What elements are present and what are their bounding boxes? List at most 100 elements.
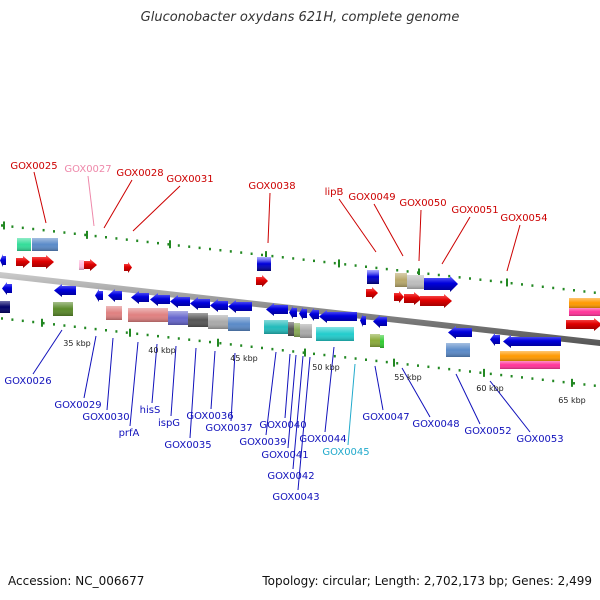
forward-gene-arrow — [256, 275, 268, 287]
gene-label-gox0044: GOX0044 — [299, 434, 346, 445]
forward-gene-arrow — [404, 292, 422, 305]
gene-label-gox0050: GOX0050 — [399, 198, 446, 209]
genome-backbone — [0, 272, 600, 346]
feature-block-shade — [228, 317, 250, 331]
genome-summary-text: Topology: circular; Length: 2,702,173 bp… — [262, 574, 592, 588]
leader-line — [287, 354, 297, 449]
gene-label-gox0031: GOX0031 — [166, 174, 213, 185]
feature-block-shade — [188, 313, 208, 327]
gene-label-gox0030: GOX0030 — [82, 412, 129, 423]
leader-line — [210, 350, 216, 410]
gene-label-gox0053: GOX0053 — [516, 434, 563, 445]
gene-label-hiss: hisS — [140, 405, 161, 416]
gene-label-gox0035: GOX0035 — [164, 440, 211, 451]
reverse-gene-arrow — [108, 289, 122, 302]
feature-block-shade — [17, 238, 31, 251]
feature-block-shade — [395, 273, 407, 287]
leader-line — [347, 363, 356, 446]
feature-block-shade — [370, 334, 380, 347]
reverse-gene-arrow — [266, 303, 288, 316]
leader-line — [292, 355, 304, 470]
feature-arrow — [424, 276, 458, 292]
feature-block-shade — [300, 324, 312, 338]
tick-row-top — [1, 221, 596, 294]
gene-label-gox0045: GOX0045 — [322, 447, 369, 458]
feature-block-shade — [288, 322, 294, 336]
gene-label-gox0041: GOX0041 — [261, 450, 308, 461]
leader-line — [401, 367, 431, 418]
reverse-gene-arrow — [309, 308, 319, 321]
feature-block-shade — [294, 323, 300, 337]
reverse-gene-arrow — [373, 315, 387, 328]
reverse-gene-arrow — [190, 297, 210, 310]
label-leader-lines — [32, 171, 531, 491]
gene-label-gox0051: GOX0051 — [451, 205, 498, 216]
leader-line — [373, 203, 404, 257]
gene-label-prfa: prfA — [119, 428, 140, 439]
feature-block-shade — [32, 238, 58, 251]
gene-label-gox0040: GOX0040 — [259, 420, 306, 431]
scale-label: 65 kbp — [558, 396, 586, 405]
feature-block-shade — [106, 306, 122, 320]
gene-label-gox0025: GOX0025 — [10, 161, 57, 172]
reverse-gene-arrow — [170, 295, 190, 308]
leader-line — [129, 341, 139, 427]
leader-line — [489, 380, 531, 433]
scale-label: 50 kbp — [312, 363, 340, 372]
feature-layer — [0, 238, 600, 369]
reverse-gene-arrow — [95, 289, 103, 302]
forward-gene-arrow — [32, 255, 54, 269]
leader-line — [170, 345, 177, 417]
leader-line — [106, 337, 114, 411]
gene-label-gox0043: GOX0043 — [272, 492, 319, 503]
reverse-gene-arrow — [150, 293, 170, 306]
accession-text: Accession: NC_006677 — [8, 574, 145, 588]
gene-label-gox0052: GOX0052 — [464, 426, 511, 437]
forward-gene-arrow — [420, 294, 452, 308]
feature-block-shade — [446, 343, 470, 357]
feature-block-shade — [79, 260, 84, 270]
gene-label-gox0039: GOX0039 — [239, 437, 286, 448]
reverse-gene-arrow — [319, 310, 357, 323]
feature-block-shade — [257, 257, 271, 271]
feature-block-shade — [208, 315, 228, 329]
feature-block-shade — [316, 327, 354, 341]
reverse-gene-arrow — [2, 282, 12, 295]
leader-line — [87, 175, 95, 227]
leader-line — [267, 192, 271, 244]
reverse-gene-arrow — [131, 291, 149, 304]
scale-label: 55 kbp — [394, 373, 422, 382]
leader-line — [189, 347, 197, 439]
gene-label-gox0048: GOX0048 — [412, 419, 459, 430]
gene-label-gox0047: GOX0047 — [362, 412, 409, 423]
gene-label-gox0042: GOX0042 — [267, 471, 314, 482]
gene-label-gox0027: GOX0027 — [64, 164, 111, 175]
leader-line — [284, 353, 291, 419]
leader-line — [418, 209, 422, 262]
feature-block-shade — [500, 361, 560, 369]
feature-block-shade — [264, 320, 288, 334]
leader-line — [32, 329, 63, 375]
reverse-gene-arrow — [210, 299, 228, 312]
tick-row-bottom — [1, 317, 596, 387]
reverse-gene-arrow — [448, 326, 472, 339]
gene-label-gox0049: GOX0049 — [348, 192, 395, 203]
feature-block-shade — [128, 308, 168, 322]
leader-line — [441, 216, 471, 265]
reverse-gene-arrow — [289, 306, 297, 319]
feature-block-shade — [168, 311, 188, 325]
gene-label-gox0028: GOX0028 — [116, 168, 163, 179]
reverse-gene-arrow — [360, 314, 366, 327]
leader-line — [324, 346, 335, 433]
reverse-gene-arrow — [490, 333, 500, 346]
gene-label-gox0029: GOX0029 — [54, 400, 101, 411]
leader-line — [374, 365, 384, 411]
feature-block-shade — [0, 301, 10, 313]
reverse-gene-arrow — [0, 254, 6, 267]
scale-label: 35 kbp — [63, 339, 91, 348]
feature-block-shade — [569, 308, 600, 316]
leader-line — [338, 198, 377, 253]
